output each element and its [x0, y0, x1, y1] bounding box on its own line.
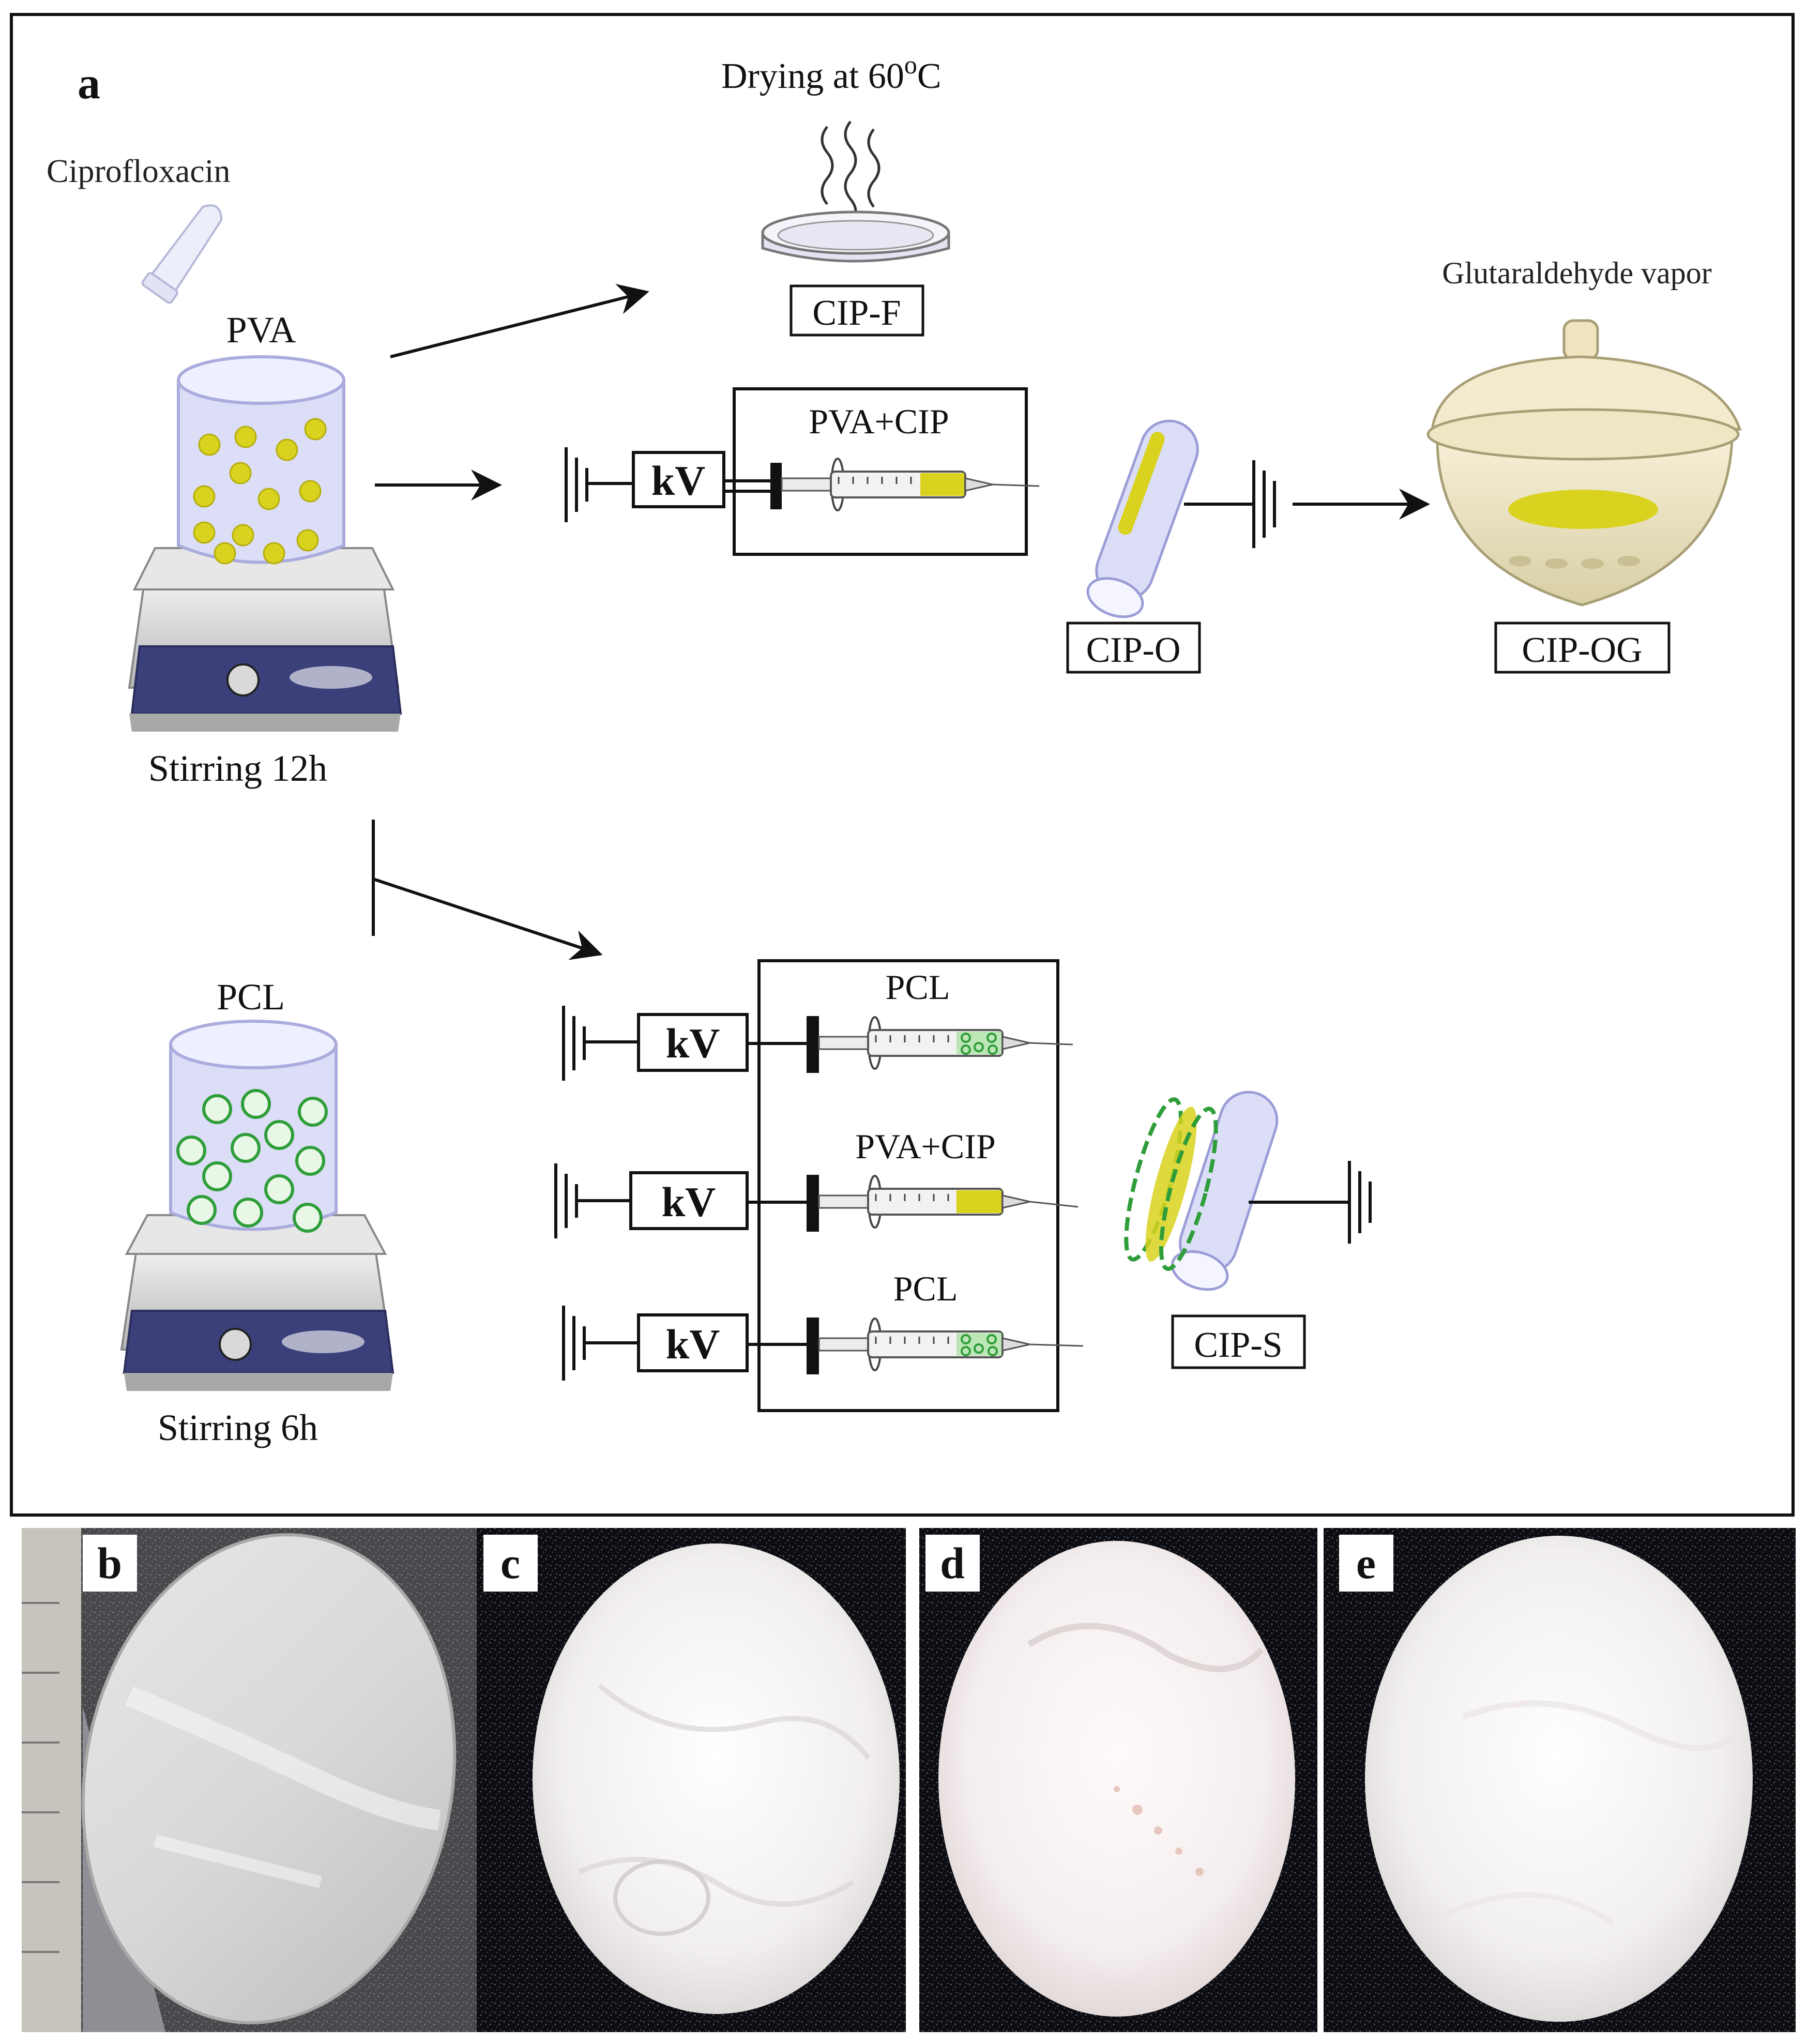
steam-icon — [821, 120, 880, 221]
cip-og-box — [1494, 622, 1671, 674]
photo-e-letter-box — [1339, 1535, 1393, 1592]
photo-b-letter-box — [83, 1535, 137, 1592]
cip-s-box — [1171, 1314, 1306, 1369]
petri-dish-icon — [761, 210, 950, 263]
photo-d-letter-box — [925, 1535, 980, 1592]
photo-b — [22, 1528, 477, 2032]
spinning-enclosure-bottom — [757, 959, 1059, 1412]
drying-label: Drying at 60oC — [721, 50, 942, 96]
kv-label-row2: kV — [662, 1178, 716, 1225]
arrow-to-film — [390, 284, 649, 358]
collector-top-icon — [1086, 419, 1199, 618]
pcl-stirring-label: Stirring 6h — [158, 1407, 318, 1448]
spinning-enclosure-top — [733, 387, 1028, 556]
photo-b-letter: b — [97, 1538, 122, 1588]
pva-beaker-icon — [177, 355, 345, 565]
syringe-top-label: PVA+CIP — [809, 402, 949, 441]
arrow-to-sandwich — [373, 877, 603, 960]
cip-o-box — [1066, 622, 1201, 674]
ground-symbol-sandwich — [1249, 1161, 1372, 1244]
cip-f-label: CIP-F — [812, 293, 901, 333]
kv-box-row3 — [637, 1313, 749, 1372]
pcl-syringe-label-1: PCL — [886, 967, 950, 1007]
ciprofloxacin-label: Ciprofloxacin — [47, 153, 230, 189]
photo-c-letter-box — [483, 1535, 538, 1592]
cip-o-label: CIP-O — [1086, 630, 1181, 670]
eppendorf-tube-icon — [141, 204, 223, 304]
glutaraldehyde-label: Glutaraldehyde vapor — [1442, 256, 1711, 290]
photo-e-letter: e — [1356, 1538, 1376, 1588]
syringe-row1-icon — [807, 1016, 1073, 1073]
pva-syringe-label-2: PVA+CIP — [855, 1127, 995, 1166]
panel-a-letter: a — [78, 58, 100, 109]
kv-label-top: kV — [651, 457, 706, 504]
photo-c-letter: c — [500, 1538, 520, 1588]
cip-s-label: CIP-S — [1194, 1325, 1282, 1365]
pva-stirring-label: Stirring 12h — [148, 748, 327, 789]
cip-og-label: CIP-OG — [1522, 630, 1642, 670]
syringe-row3-icon — [807, 1318, 1084, 1374]
ground-symbol-row1 — [562, 1006, 639, 1081]
ground-symbol-row2 — [554, 1163, 631, 1238]
photo-d — [919, 1528, 1317, 2032]
pcl-stirrer-icon — [120, 1214, 394, 1391]
pva-label: PVA — [226, 309, 296, 351]
pva-stirrer-icon — [128, 547, 402, 732]
pcl-beaker-icon — [169, 1020, 338, 1233]
syringe-row2-icon — [807, 1175, 1079, 1232]
photo-e — [1324, 1528, 1796, 2032]
pcl-label: PCL — [217, 976, 285, 1018]
kv-box-top — [632, 451, 725, 508]
photo-c — [477, 1528, 906, 2032]
kv-label-row3: kV — [666, 1321, 720, 1368]
ground-symbol-top-right — [1184, 460, 1276, 548]
cip-f-box — [789, 284, 924, 337]
kv-box-row1 — [637, 1013, 749, 1072]
ground-symbol-row3 — [562, 1306, 639, 1381]
desiccator-icon — [1426, 319, 1742, 607]
pcl-syringe-label-3: PCL — [893, 1269, 958, 1308]
syringe-top-icon — [770, 458, 1040, 511]
ground-symbol-top-left — [565, 447, 633, 522]
kv-label-row1: kV — [666, 1020, 720, 1067]
photo-d-letter: d — [940, 1538, 965, 1588]
collector-bottom-icon — [1171, 1091, 1279, 1291]
